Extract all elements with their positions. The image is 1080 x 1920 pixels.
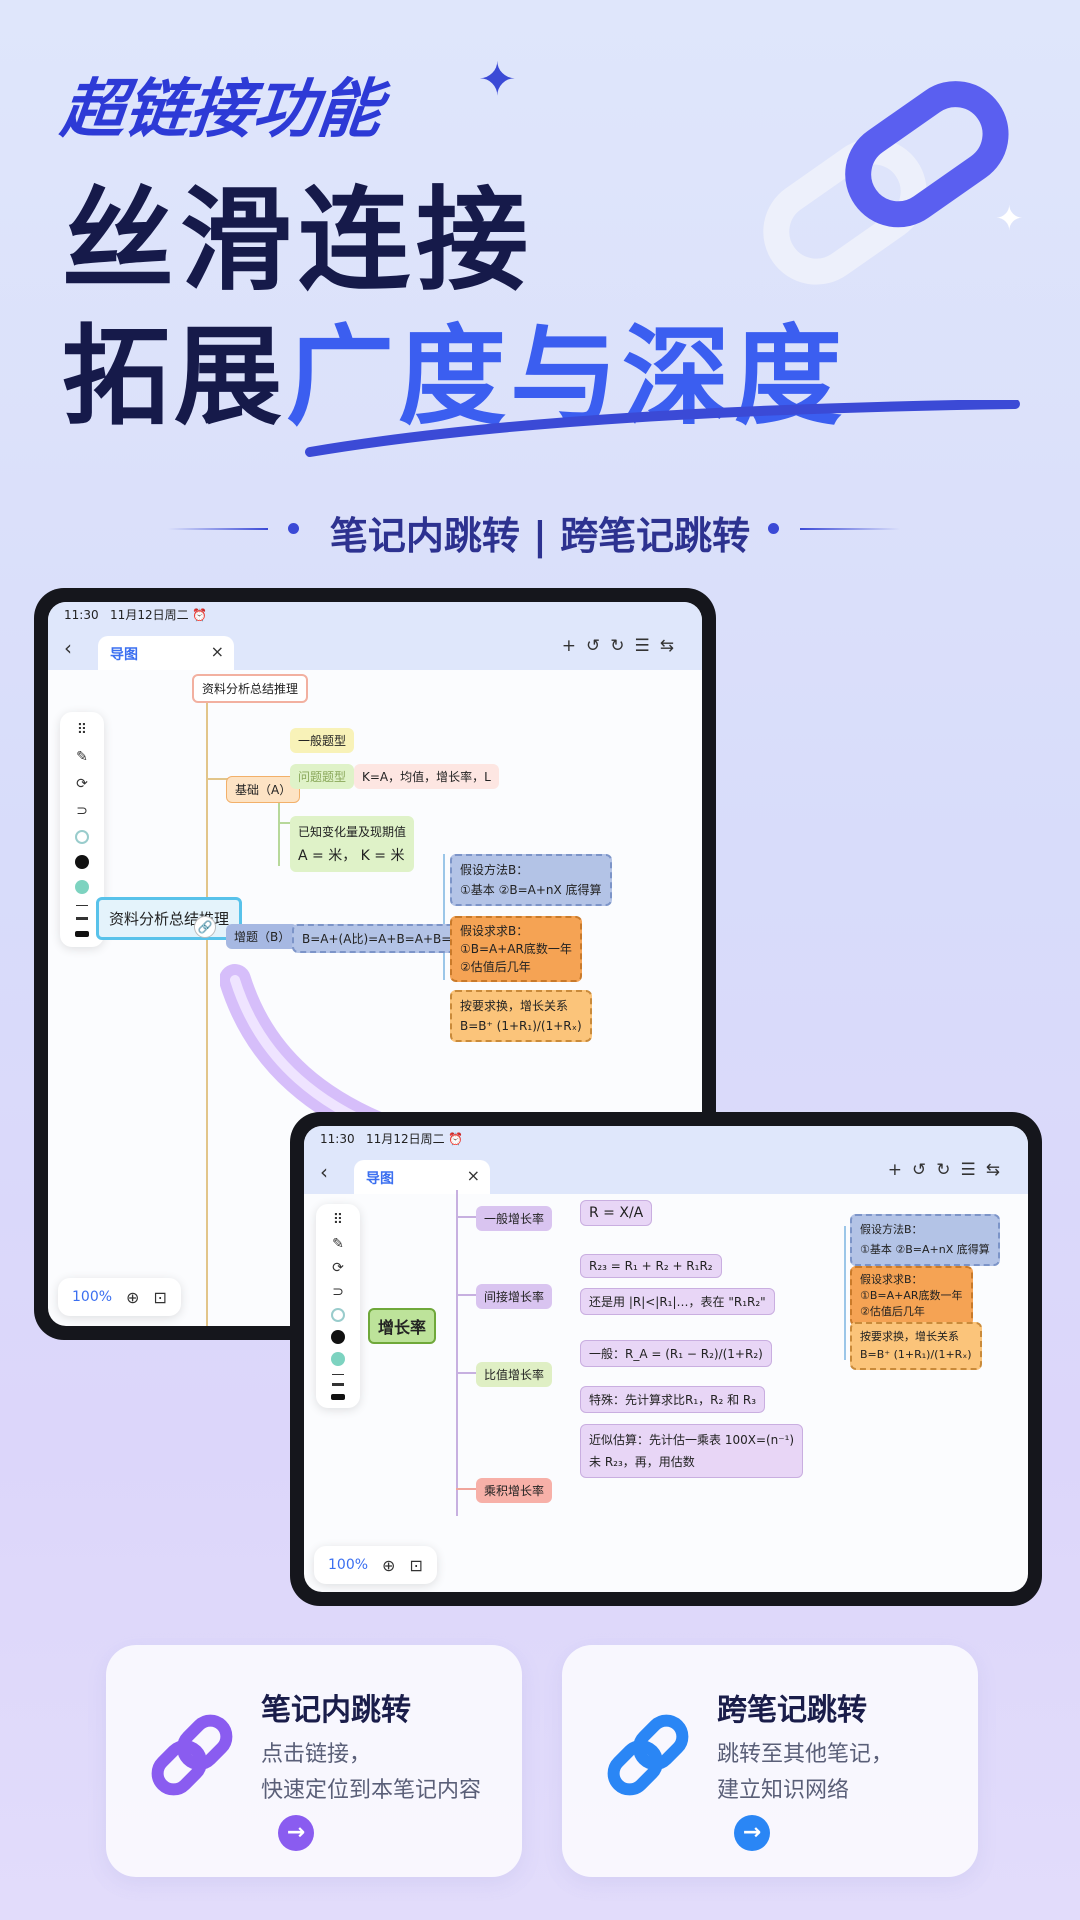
pen-icon[interactable]: ✎ [332, 1236, 344, 1252]
stroke-thin[interactable] [76, 905, 88, 906]
map-node-c1-formula[interactable]: R = X/A [580, 1200, 653, 1226]
drawing-toolbar: ⠿ ✎ ⟳ ⊃ [316, 1204, 360, 1408]
tab-mindmap[interactable]: 导图× [98, 636, 234, 670]
subtitle-line-right [800, 528, 900, 530]
toolbar: ‹ 导图× +↺↻☰⇆ [48, 626, 702, 670]
map-node-top[interactable]: 资料分析总结推理 [192, 674, 309, 703]
subtitle-line-left [168, 528, 268, 530]
pen-icon[interactable]: ✎ [76, 749, 88, 765]
color-black[interactable] [331, 1330, 345, 1344]
map-node-b[interactable]: 增题（B） [226, 924, 299, 949]
status-bar: 11:30 11月12日周二 ⏰ [48, 602, 702, 626]
card-description: 点击链接，快速定位到本笔记内容 [261, 1742, 482, 1803]
back-icon[interactable]: ‹ [64, 636, 72, 660]
map-node-b1[interactable]: B=A+(A比)=A+B=A+B=B [292, 924, 470, 953]
map-node-c2-formula-1[interactable]: R₂₃ = R₁ + R₂ + R₁R₂ [580, 1254, 722, 1278]
tab-mindmap[interactable]: 导图× [354, 1160, 490, 1194]
lasso-icon[interactable]: ⟳ [76, 776, 88, 792]
map-node-n1[interactable]: 假设方法B：①基本 ②B=A+nX 底得算 [850, 1214, 1000, 1266]
subtitle-dot-right [768, 523, 779, 534]
stroke-medium[interactable] [332, 1383, 344, 1386]
zoom-level[interactable]: 100% [72, 1289, 113, 1305]
brush-underline [305, 400, 1020, 457]
map-node-c3-formula-3[interactable]: 近似估算：先计估一乘表 100X=(n⁻¹)未 R₂₃，再，用估数 [580, 1424, 804, 1478]
link-icon [151, 1714, 233, 1796]
headline-secondary: 拓展广度与深度 [62, 315, 847, 440]
map-node-a2-note[interactable]: K=A，均值，增长率，L [354, 764, 499, 789]
lock-icon[interactable]: ⊡ [409, 1555, 423, 1575]
zoom-controls: 100% ⊕ ⊡ [314, 1546, 437, 1584]
color-black[interactable] [75, 855, 89, 869]
grip-icon[interactable]: ⠿ [76, 722, 88, 738]
connector-icon[interactable]: ⊃ [332, 1284, 344, 1300]
zoom-controls: 100% ⊕ ⊡ [58, 1278, 181, 1316]
map-node-c3-formula-1[interactable]: 一般：R_A = (R₁ − R₂)/(1+R₂) [580, 1340, 772, 1367]
tablet-mindmap-2: 11:30 11月12日周二 ⏰ ‹ 导图× +↺↻☰⇆ ⠿ ✎ ⟳ ⊃ 100… [290, 1112, 1042, 1606]
map-node-a[interactable]: 基础（A） [226, 776, 301, 803]
map-node-a1[interactable]: 一般题型 [290, 728, 355, 753]
map-node-n1[interactable]: 假设方法B：①基本 ②B=A+nX 底得算 [450, 854, 612, 906]
stroke-thick[interactable] [331, 1394, 345, 1400]
lock-icon[interactable]: ⊡ [153, 1287, 167, 1307]
sparkle-icon: ✦ [478, 52, 517, 106]
headline-feature: 超链接功能 [57, 73, 386, 147]
zoom-level[interactable]: 100% [328, 1557, 369, 1573]
stroke-medium[interactable] [76, 917, 88, 920]
arrow-right-icon[interactable]: → [734, 1815, 770, 1851]
map-node-c1[interactable]: 一般增长率 [476, 1206, 553, 1231]
svg-text:✦: ✦ [995, 199, 1024, 239]
locate-icon[interactable]: ⊕ [126, 1287, 140, 1307]
toolbar-actions[interactable]: +↺↻☰⇆ [887, 1160, 1010, 1180]
feature-card-in-note[interactable]: 笔记内跳转 点击链接，快速定位到本笔记内容 → [106, 1645, 522, 1877]
toolbar: ‹ 导图× +↺↻☰⇆ [304, 1150, 1028, 1194]
link-icon [607, 1714, 689, 1796]
map-node-c3-formula-2[interactable]: 特殊：先计算求比R₁，R₂ 和 R₃ [580, 1386, 766, 1413]
lasso-icon[interactable]: ⟳ [332, 1260, 344, 1276]
map-node-root[interactable]: 资料分析总结推理 [96, 897, 243, 940]
map-node-c3[interactable]: 比值增长率 [476, 1362, 553, 1387]
connector-icon[interactable]: ⊃ [76, 803, 88, 819]
map-node-a2[interactable]: 问题题型 [290, 764, 355, 789]
stroke-thick[interactable] [75, 931, 89, 937]
card-description: 跳转至其他笔记，建立知识网络 [717, 1742, 894, 1803]
subtitle: 笔记内跳转 | 跨笔记跳转 [329, 514, 751, 558]
link-icon[interactable]: 🔗 [194, 916, 216, 938]
subtitle-dot-left [288, 523, 299, 534]
stroke-thin[interactable] [332, 1374, 344, 1375]
back-icon[interactable]: ‹ [320, 1160, 328, 1184]
map-node-root[interactable]: 增长率 [368, 1308, 437, 1344]
map-node-c2-formula-2[interactable]: 还是用 |R|<|R₁|…，表在 "R₁R₂" [580, 1288, 775, 1315]
headline-main: 丝滑连接 [62, 176, 534, 306]
close-icon[interactable]: × [466, 1166, 480, 1185]
color-teal[interactable] [331, 1352, 345, 1366]
chain-link-illustration-icon: ✦ [763, 81, 1024, 285]
feature-card-cross-note[interactable]: 跨笔记跳转 跳转至其他笔记，建立知识网络 → [562, 1645, 978, 1877]
arrow-right-icon[interactable]: → [278, 1815, 314, 1851]
map-node-c4[interactable]: 乘积增长率 [476, 1478, 553, 1503]
locate-icon[interactable]: ⊕ [382, 1555, 396, 1575]
grip-icon[interactable]: ⠿ [332, 1212, 344, 1228]
card-title: 跨笔记跳转 [717, 1693, 867, 1728]
map-node-c2[interactable]: 间接增长率 [476, 1284, 553, 1309]
toolbar-actions[interactable]: +↺↻☰⇆ [561, 636, 684, 656]
close-icon[interactable]: × [210, 642, 224, 661]
color-white[interactable] [331, 1308, 345, 1322]
color-teal[interactable] [75, 880, 89, 894]
color-white[interactable] [75, 830, 89, 844]
card-title: 笔记内跳转 [261, 1693, 411, 1728]
status-bar: 11:30 11月12日周二 ⏰ [304, 1126, 1028, 1150]
